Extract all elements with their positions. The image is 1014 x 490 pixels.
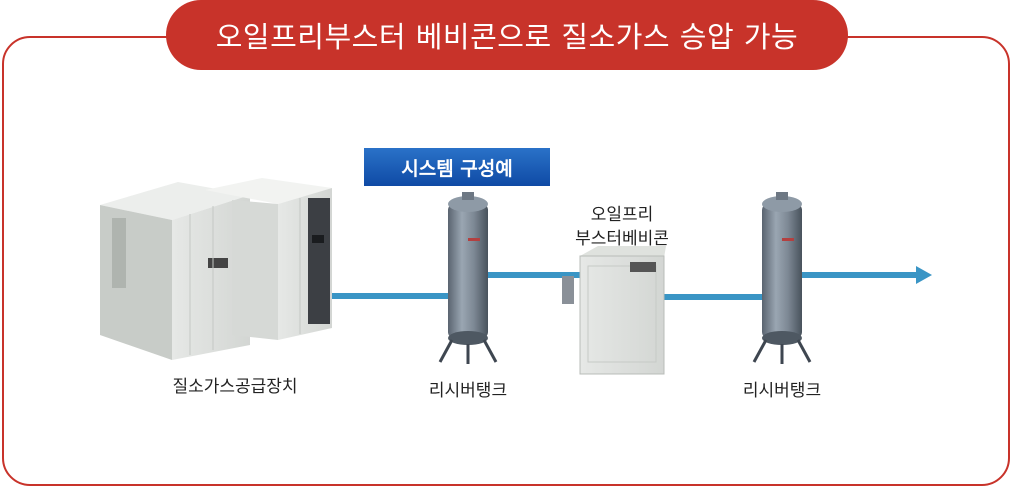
generator-label: 질소가스공급장치 bbox=[172, 377, 298, 397]
nitrogen-generator-icon bbox=[100, 178, 332, 360]
pipe-outlet bbox=[800, 272, 918, 278]
system-example-badge: 시스템 구성예 bbox=[364, 148, 550, 186]
receiver-tank-left-icon bbox=[438, 192, 498, 364]
booster-label-line1: 오일프리 bbox=[590, 205, 654, 225]
pipe-booster-to-tank bbox=[664, 294, 762, 300]
pipe-generator-to-tank bbox=[332, 293, 448, 299]
receiver-tank-right-icon bbox=[752, 192, 812, 364]
booster-compressor-icon bbox=[562, 246, 666, 375]
tank-right-label: 리시버탱크 bbox=[742, 381, 822, 401]
pipe-tank-to-booster bbox=[488, 272, 580, 278]
page-title: 오일프리부스터 베비콘으로 질소가스 승압 가능 bbox=[166, 0, 848, 70]
booster-label-line2: 부스터베비콘 bbox=[575, 229, 669, 249]
arrow-right-icon bbox=[916, 266, 932, 284]
pipe-lines bbox=[332, 266, 932, 300]
tank-left-label: 리시버탱크 bbox=[428, 381, 508, 401]
